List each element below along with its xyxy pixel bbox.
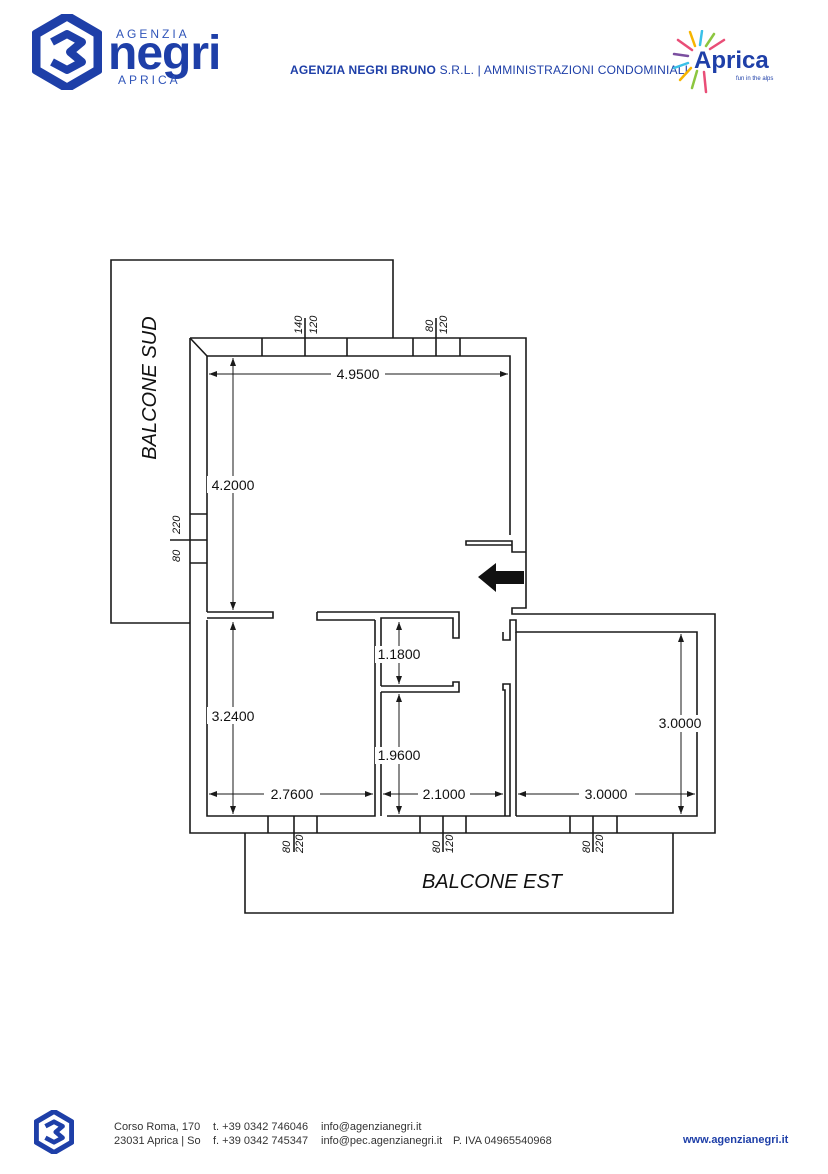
phone: t. +39 0342 746046 [213, 1121, 309, 1133]
footer-address: Corso Roma, 170 23031 Aprica | So [114, 1120, 201, 1148]
opening-bot1-a: 80 [281, 840, 293, 853]
outer-wall [189, 337, 716, 834]
balcone-sud-label: BALCONE SUD [139, 316, 161, 459]
balcone-sud-outline [110, 259, 394, 624]
footer-emails: info@agenzianegri.it info@pec.agenzianeg… [321, 1120, 442, 1148]
opening-top1-a: 140 [293, 315, 305, 334]
dim-left-height: 4.2000 [212, 477, 255, 493]
opening-bot3-a: 80 [581, 840, 593, 853]
dim-right-room-height: 3.0000 [659, 715, 702, 731]
agenzia-negri-logo-icon [32, 14, 102, 90]
dim-small-room-2: 1.9600 [378, 747, 421, 763]
dim-lower-left-height: 3.2400 [212, 708, 255, 724]
footer-phones: t. +39 0342 746046 f. +39 0342 745347 [213, 1120, 308, 1148]
opening-left-b: 220 [171, 515, 183, 535]
dim-top-width: 4.9500 [337, 366, 380, 382]
opening-left-a: 80 [171, 549, 183, 562]
opening-bot1-b: 220 [294, 834, 306, 854]
dim-bottom-mid-width: 2.1000 [423, 786, 466, 802]
address-line-1: Corso Roma, 170 [114, 1121, 201, 1133]
opening-top2-b: 120 [438, 315, 450, 334]
brand-top: AGENZIA [116, 27, 190, 41]
company-line: AGENZIA NEGRI BRUNO S.R.L. | AMMINISTRAZ… [290, 63, 688, 77]
piva: P. IVA 04965540968 [453, 1135, 552, 1147]
company-name: AGENZIA NEGRI BRUNO [290, 63, 437, 77]
pec-link[interactable]: info@pec.agenzianegri.it [321, 1135, 443, 1147]
address-line-2: 23031 Aprica | So [114, 1135, 201, 1147]
opening-bot3-b: 220 [594, 834, 606, 854]
dim-small-room-1: 1.1800 [378, 646, 421, 662]
agenzia-negri-small-logo-icon [34, 1110, 74, 1154]
brand-bottom: APRICA [118, 73, 181, 87]
balcone-est-outline [244, 833, 674, 914]
entrance-arrow-icon [478, 563, 524, 592]
website-link[interactable]: www.agenzianegri.it [683, 1134, 789, 1146]
footer: Corso Roma, 170 23031 Aprica | So t. +39… [0, 1100, 828, 1174]
fax: f. +39 0342 745347 [213, 1135, 309, 1147]
aprica-tagline: fun in the alps [736, 76, 774, 82]
aprica-burst-icon [672, 30, 726, 94]
opening-bot2-b: 120 [444, 834, 456, 853]
opening-bot2-a: 80 [431, 840, 443, 853]
dim-bottom-right-width: 3.0000 [585, 786, 628, 802]
opening-top1-b: 120 [308, 315, 320, 334]
aprica-name: Aprica [694, 47, 769, 74]
company-desc: S.R.L. | AMMINISTRAZIONI CONDOMINIALI [436, 63, 689, 77]
brand-main: negri [108, 27, 221, 80]
balcone-est-label: BALCONE EST [422, 871, 564, 893]
header: AGENZIA negri APRICA AGENZIA NEGRI BRUNO… [0, 0, 828, 120]
dim-bottom-left-width: 2.7600 [271, 786, 314, 802]
opening-top2-a: 80 [424, 319, 436, 332]
email-link[interactable]: info@agenzianegri.it [321, 1121, 422, 1133]
